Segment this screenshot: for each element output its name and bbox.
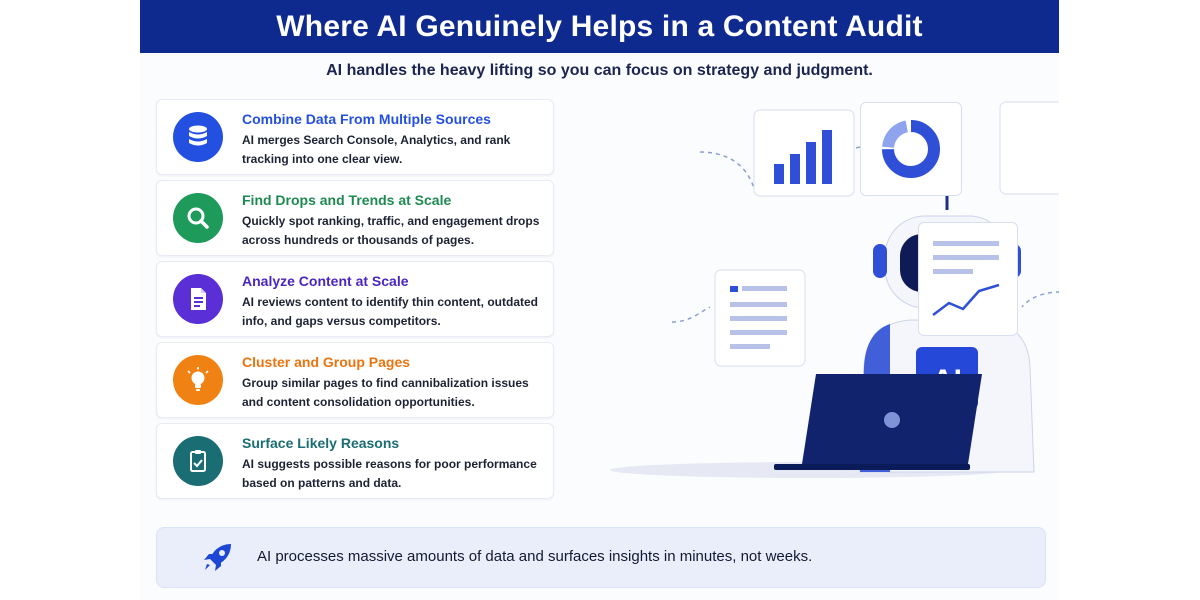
card-title: Cluster and Group Pages — [242, 354, 411, 370]
text-document-icon — [714, 269, 806, 367]
line-chart-icon — [932, 241, 1000, 316]
card-description: AI reviews content to identify thin cont… — [242, 295, 539, 328]
title-banner: Where AI Genuinely Helps in a Content Au… — [140, 0, 1059, 53]
card-title: Surface Likely Reasons — [242, 435, 400, 451]
card-description: Group similar pages to find cannibalizat… — [242, 376, 529, 409]
card-title: Combine Data From Multiple Sources — [242, 111, 491, 127]
page-title: Where AI Genuinely Helps in a Content Au… — [276, 9, 923, 43]
document-icon — [173, 274, 223, 324]
donut-chart-card — [860, 102, 962, 196]
card-description: AI suggests possible reasons for poor pe… — [242, 457, 537, 490]
line-chart-card — [918, 222, 1018, 336]
card-title: Analyze Content at Scale — [242, 273, 409, 289]
card-description: Quickly spot ranking, traffic, and engag… — [242, 214, 540, 247]
rocket-icon — [204, 544, 231, 571]
infographic: Where AI Genuinely Helps in a Content Au… — [140, 0, 1101, 600]
feature-card-cluster-pages: Cluster and Group Pages Group similar pa… — [156, 342, 554, 418]
feature-card-surface-reasons: Surface Likely Reasons AI suggests possi… — [156, 423, 554, 499]
feature-card-analyze-content: Analyze Content at Scale AI reviews cont… — [156, 261, 554, 337]
donut-chart-icon — [999, 101, 1101, 195]
lightbulb-icon — [173, 355, 223, 405]
feature-card-combine-data: Combine Data From Multiple Sources AI me… — [156, 99, 554, 175]
database-icon — [173, 112, 223, 162]
footer-text: AI processes massive amounts of data and… — [257, 548, 813, 565]
footer-callout: AI processes massive amounts of data and… — [156, 527, 1046, 588]
bar-chart-icon — [753, 109, 855, 197]
page-subtitle: AI handles the heavy lifting so you can … — [326, 62, 873, 79]
search-icon — [173, 193, 223, 243]
card-description: AI merges Search Console, Analytics, and… — [242, 133, 511, 166]
laptop-icon — [772, 372, 986, 472]
donut-chart-icon — [882, 120, 940, 178]
card-title: Find Drops and Trends at Scale — [242, 192, 452, 208]
checklist-icon — [173, 436, 223, 486]
feature-card-find-drops: Find Drops and Trends at Scale Quickly s… — [156, 180, 554, 256]
